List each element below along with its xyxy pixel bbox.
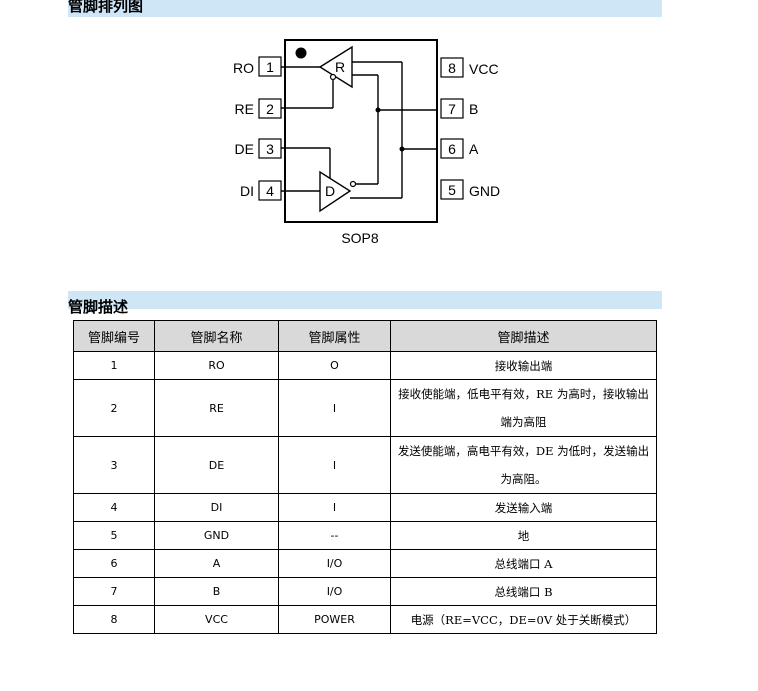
cell-desc: 接收输出端 bbox=[390, 351, 657, 380]
pin1-marker-dot bbox=[295, 47, 307, 59]
pin-6-number: 6 bbox=[448, 141, 456, 157]
pin-1-name: RO bbox=[233, 60, 254, 76]
pin-4-name: DI bbox=[240, 183, 254, 199]
cell-number: 8 bbox=[73, 605, 155, 634]
cell-attr: I bbox=[278, 436, 391, 494]
cell-number: 5 bbox=[73, 521, 155, 550]
arrangement-title-bar bbox=[68, 0, 662, 17]
pin-5: 5 GND bbox=[440, 179, 500, 200]
arrangement-title: 管脚排列图 bbox=[68, 0, 144, 15]
pin-5-name: GND bbox=[469, 183, 500, 199]
cell-number: 4 bbox=[73, 493, 155, 522]
description-title: 管脚描述 bbox=[68, 298, 129, 316]
table-row: 5 GND -- 地 bbox=[73, 521, 657, 550]
cell-attr: I bbox=[278, 379, 391, 437]
cell-desc: 电源（RE=VCC，DE=0V 处于关断模式） bbox=[390, 605, 657, 634]
cell-desc: 地 bbox=[390, 521, 657, 550]
cell-name: A bbox=[154, 549, 279, 578]
header-pin-attribute: 管脚属性 bbox=[278, 320, 391, 352]
pin-1: 1 RO bbox=[233, 56, 282, 77]
table-row: 2 RE I 接收使能端，低电平有效，RE 为高时，接收输出端为高阻 bbox=[73, 379, 657, 437]
driver-output-bubble bbox=[349, 180, 357, 188]
cell-name: DE bbox=[154, 436, 279, 494]
table-row: 3 DE I 发送使能端，高电平有效，DE 为低时，发送输出为高阻。 bbox=[73, 436, 657, 494]
pin-5-number: 5 bbox=[448, 182, 456, 198]
cell-number: 1 bbox=[73, 351, 155, 380]
cell-number: 2 bbox=[73, 379, 155, 437]
cell-name: DI bbox=[154, 493, 279, 522]
pin-3-name: DE bbox=[235, 141, 254, 157]
pin-2-name: RE bbox=[235, 101, 254, 117]
table-row: 7 B I/O 总线端口 B bbox=[73, 577, 657, 606]
cell-attr: O bbox=[278, 351, 391, 380]
cell-name: VCC bbox=[154, 605, 279, 634]
cell-number: 3 bbox=[73, 436, 155, 494]
cell-desc: 总线端口 A bbox=[390, 549, 657, 578]
junction-a bbox=[399, 146, 405, 152]
pin-4-number: 4 bbox=[266, 183, 274, 199]
cell-desc: 发送使能端，高电平有效，DE 为低时，发送输出为高阻。 bbox=[390, 436, 657, 494]
pin-1-number: 1 bbox=[266, 59, 274, 75]
cell-name: GND bbox=[154, 521, 279, 550]
receiver-enable-bubble bbox=[329, 73, 337, 81]
pin-2-number: 2 bbox=[266, 101, 274, 117]
description-title-bar bbox=[68, 291, 662, 309]
pin-7-name: B bbox=[469, 101, 478, 117]
table-row: 6 A I/O 总线端口 A bbox=[73, 549, 657, 578]
cell-name: B bbox=[154, 577, 279, 606]
table-row: 8 VCC POWER 电源（RE=VCC，DE=0V 处于关断模式） bbox=[73, 605, 657, 634]
package-label: SOP8 bbox=[341, 230, 379, 246]
pin-8-number: 8 bbox=[448, 60, 456, 76]
pin-7-number: 7 bbox=[448, 101, 456, 117]
cell-attr: I/O bbox=[278, 577, 391, 606]
header-pin-name: 管脚名称 bbox=[154, 320, 279, 352]
driver-label: D bbox=[325, 183, 335, 199]
cell-number: 7 bbox=[73, 577, 155, 606]
pin-8: 8 VCC bbox=[440, 57, 499, 78]
pin-6: 6 A bbox=[440, 138, 479, 159]
pin-2: 2 RE bbox=[235, 98, 282, 119]
junction-b bbox=[375, 107, 381, 113]
pin-7: 7 B bbox=[440, 98, 478, 119]
pin-8-name: VCC bbox=[469, 61, 499, 77]
cell-desc: 总线端口 B bbox=[390, 577, 657, 606]
chip-body bbox=[284, 39, 438, 223]
header-pin-number: 管脚编号 bbox=[73, 320, 155, 352]
pin-3-number: 3 bbox=[266, 141, 274, 157]
internal-wiring bbox=[281, 45, 437, 213]
cell-name: RO bbox=[154, 351, 279, 380]
table-header-row: 管脚编号 管脚名称 管脚属性 管脚描述 bbox=[73, 320, 657, 352]
table-row: 4 DI I 发送输入端 bbox=[73, 493, 657, 522]
pin-4: 4 DI bbox=[240, 180, 282, 201]
cell-attr: POWER bbox=[278, 605, 391, 634]
pin-6-name: A bbox=[469, 141, 479, 157]
cell-attr: I/O bbox=[278, 549, 391, 578]
cell-number: 6 bbox=[73, 549, 155, 578]
pin-description-table: 管脚编号 管脚名称 管脚属性 管脚描述 1 RO O 接收输出端 2 RE I … bbox=[73, 320, 657, 634]
cell-desc: 发送输入端 bbox=[390, 493, 657, 522]
cell-attr: -- bbox=[278, 521, 391, 550]
pinout-diagram: 1 RO 2 RE 3 DE 4 DI 8 VCC 7 B 6 A 5 GND bbox=[233, 39, 500, 246]
cell-attr: I bbox=[278, 493, 391, 522]
cell-name: RE bbox=[154, 379, 279, 437]
receiver-label: R bbox=[335, 59, 345, 75]
pin-3: 3 DE bbox=[235, 138, 282, 159]
header-pin-description: 管脚描述 bbox=[390, 320, 657, 352]
table-row: 1 RO O 接收输出端 bbox=[73, 351, 657, 380]
cell-desc: 接收使能端，低电平有效，RE 为高时，接收输出端为高阻 bbox=[390, 379, 657, 437]
